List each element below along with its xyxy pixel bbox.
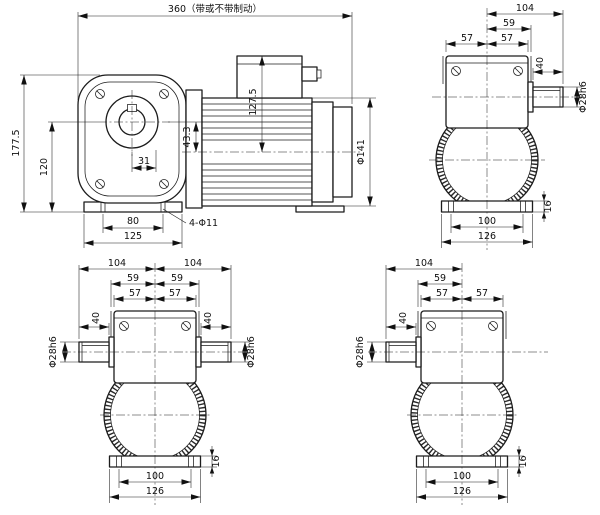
bolt-icon <box>95 179 105 189</box>
dim-arrows-16 <box>209 449 215 474</box>
centerlines <box>62 263 248 505</box>
dim-center-to-flange-left: 59 <box>127 273 139 284</box>
foot-hole-leader <box>162 208 187 224</box>
end-view-shaft-right: 104 59 57 57 40 Φ28h6 100 126 16 <box>429 3 589 250</box>
dim-base-width: 126 <box>146 486 164 497</box>
dim-base-height: 16 <box>518 455 529 467</box>
bolt-icon <box>181 321 191 331</box>
centerlines <box>368 263 548 505</box>
end-view-dimensions: 104 59 57 57 40 Φ28h6 100 126 16 <box>441 3 589 248</box>
dim-base-hole-pitch: 100 <box>453 471 471 482</box>
bolt-slots <box>96 90 168 188</box>
cable-gland <box>301 66 318 82</box>
dim-center-to-shaft-end: 104 <box>415 258 433 269</box>
bolt-slots <box>120 322 190 330</box>
end-view-dimensions: 104 59 57 57 40 Φ28h6 100 126 16 <box>355 258 529 503</box>
end-view-double-shaft: 104 104 59 59 57 57 40 40 Φ28h6 Φ28h6 10… <box>48 258 257 505</box>
dim-axis-offset: 43.3 <box>182 126 193 147</box>
dim-center-to-flange: 59 <box>434 273 446 284</box>
dim-arrows-16 <box>516 449 522 474</box>
dim-base-hole-pitch: 100 <box>146 471 164 482</box>
dim-base-width: 126 <box>478 231 496 242</box>
dim-base-height: 16 <box>211 455 222 467</box>
motor-fins <box>436 109 538 211</box>
bolt-icon <box>159 89 169 99</box>
dim-base-hole-pitch: 100 <box>478 216 496 227</box>
bolt-slots <box>452 67 522 75</box>
dim-base-height: 16 <box>543 200 554 212</box>
motor-foot <box>295 205 345 213</box>
bolt-icon <box>513 66 523 76</box>
dim-shaft-length: 40 <box>398 312 409 324</box>
end-view-shaft-left: 104 59 57 57 40 Φ28h6 100 126 16 <box>355 258 548 505</box>
dim-shaft-length: 40 <box>535 57 546 69</box>
dim-housing-half-right: 57 <box>501 33 513 44</box>
motor <box>182 55 360 213</box>
dim-gearbox-height: 177.5 <box>11 129 22 156</box>
bolt-icon <box>426 321 436 331</box>
base-hole-lines <box>448 201 526 212</box>
dim-foot-holes: 4-Φ11 <box>189 218 218 229</box>
dim-center-to-flange-right: 59 <box>171 273 183 284</box>
dim-shaft-diameter-left: Φ28h6 <box>48 336 59 368</box>
dim-center-height: 120 <box>39 158 50 176</box>
dim-foot-hole-pitch: 80 <box>127 216 139 227</box>
dim-overall-length: 360（带或不带制动） <box>168 3 262 15</box>
end-view-dimensions: 104 104 59 59 57 57 40 40 Φ28h6 Φ28h6 10… <box>48 258 257 503</box>
dim-center-to-shaft-end: 104 <box>516 3 534 14</box>
base-hole-lines <box>116 456 194 467</box>
dim-housing-half-right: 57 <box>169 288 181 299</box>
gearbox-centerlines <box>98 90 170 156</box>
foot-hole-lines <box>100 202 166 212</box>
dim-housing-half-left: 57 <box>129 288 141 299</box>
bolt-icon <box>159 179 169 189</box>
dim-housing-half-left: 57 <box>436 288 448 299</box>
dim-center-to-face: 31 <box>138 156 150 167</box>
dim-housing-half-right: 57 <box>476 288 488 299</box>
dim-shaft-diameter-right: Φ28h6 <box>246 336 257 368</box>
dim-foot-length: 125 <box>124 231 142 242</box>
dim-shaft-length-right: 40 <box>203 312 214 324</box>
motor-flange <box>185 89 203 209</box>
dim-base-width: 126 <box>453 486 471 497</box>
dim-center-to-shaft-end-right: 104 <box>184 258 202 269</box>
cable-gland-tip <box>316 69 322 79</box>
dim-shaft-diameter: Φ28h6 <box>355 336 366 368</box>
gearbox-housing <box>77 74 187 204</box>
side-view-dimensions: 360（带或不带制动） 177.5 120 31 80 125 4-Φ11 12… <box>11 3 376 248</box>
terminal-box <box>236 55 303 99</box>
dim-shaft-diameter: Φ28h6 <box>578 81 589 113</box>
dim-motor-diameter: Φ141 <box>356 139 367 165</box>
bolt-icon <box>451 66 461 76</box>
centerlines <box>429 8 584 250</box>
dim-center-to-flange: 59 <box>503 18 515 29</box>
bolt-icon <box>488 321 498 331</box>
dim-shaft-length-left: 40 <box>91 312 102 324</box>
housing-inner-contour <box>84 81 180 197</box>
bolt-slots <box>427 322 497 330</box>
dim-housing-half-left: 57 <box>461 33 473 44</box>
base-hole-lines <box>423 456 501 467</box>
dim-arrows-16 <box>541 194 547 219</box>
bolt-icon <box>95 89 105 99</box>
dim-center-to-shaft-end-left: 104 <box>108 258 126 269</box>
bolt-icon <box>119 321 129 331</box>
motor-ribs <box>202 103 312 201</box>
dim-box-to-axis: 127.5 <box>248 88 259 115</box>
side-view: 360（带或不带制动） 177.5 120 31 80 125 4-Φ11 12… <box>11 3 376 248</box>
